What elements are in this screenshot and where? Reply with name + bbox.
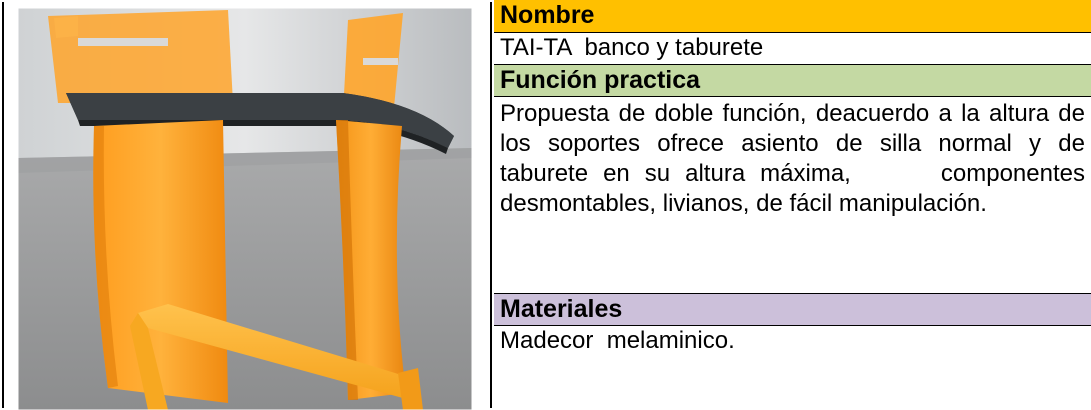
- name-value: TAI-TA banco y taburete: [494, 32, 1091, 64]
- function-header: Función practica: [494, 64, 1091, 96]
- materials-header: Materiales: [494, 293, 1091, 325]
- product-image-cell: [2, 2, 492, 410]
- function-description: Propuesta de doble función, deacuerdo a …: [500, 100, 1085, 217]
- product-info-table: Nombre TAI-TA banco y taburete Función p…: [494, 0, 1091, 410]
- name-header: Nombre: [494, 0, 1091, 32]
- function-cell: Propuesta de doble función, deacuerdo a …: [494, 96, 1091, 293]
- materials-value: Madecor melaminico.: [494, 325, 1091, 410]
- product-render-image: [18, 8, 472, 410]
